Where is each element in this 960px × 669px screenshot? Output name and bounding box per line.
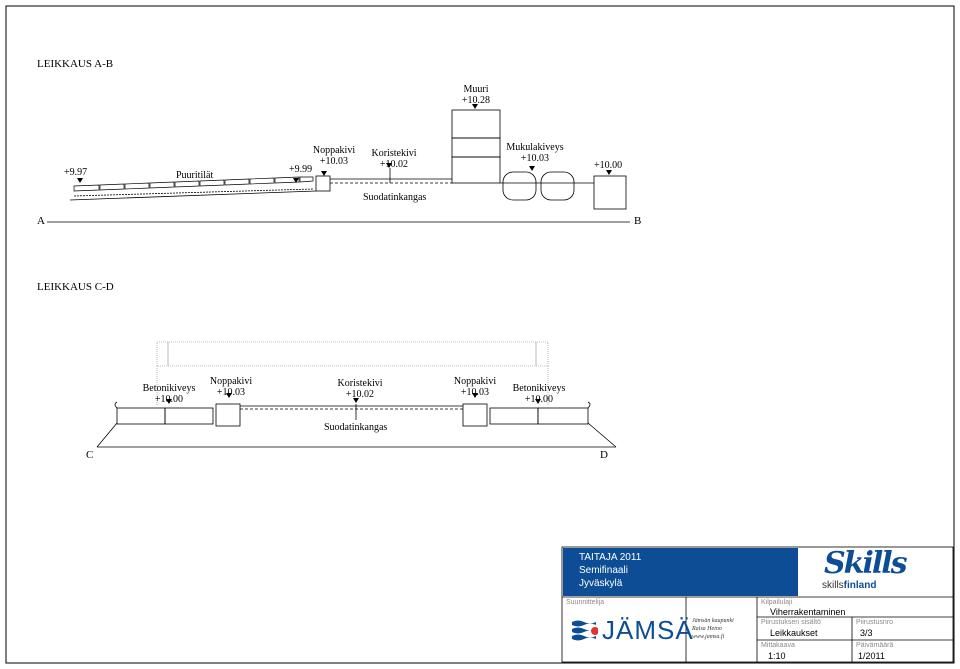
koristekivi-label-ab: Koristekivi +10.02 (364, 148, 424, 170)
betonikiveys-right-label: Betonikiveys +10.00 (507, 383, 571, 405)
jamsa-logo-mark (572, 620, 598, 641)
koristekivi-name: Koristekivi (371, 148, 417, 159)
paivamaara-value: 1/2011 (858, 651, 885, 661)
jamsa-logo: JÄMSÄ (572, 613, 693, 653)
mittakaava-value: 1:10 (768, 651, 786, 661)
skills-logo-word: Skills (824, 546, 908, 581)
noppakivi-label-ab: Noppakivi +10.03 (305, 145, 363, 167)
title-block-frame (561, 546, 954, 663)
koristekivi-level: +10.02 (379, 159, 409, 170)
piirustusnro-label: Piirustusnro (856, 619, 893, 626)
muuri-wall (451, 109, 501, 139)
paivamaara-label: Päivämäärä (856, 642, 894, 649)
mukulakiveys-label: Mukulakiveys +10.03 (502, 142, 568, 164)
noppakivi-right-name: Noppakivi (453, 376, 497, 387)
koristekivi-label-cd: Koristekivi +10.02 (330, 378, 390, 400)
level-left-ab: +9.97 (64, 167, 88, 178)
sisalto-value: Leikkaukset (770, 628, 818, 638)
event-line1: TAITAJA 2011 (579, 552, 642, 563)
betonikivi-left-2 (164, 407, 214, 425)
mukulakiveys-level: +10.03 (520, 153, 550, 164)
noppakivi-right (462, 403, 488, 427)
section-ab-title: LEIKKAUS A-B (37, 58, 114, 70)
noppakivi-left (215, 403, 241, 427)
designer-line2: Raisa Heino (692, 626, 722, 632)
noppakivi-right-label: Noppakivi +10.03 (448, 376, 502, 398)
jamsa-logo-text: JÄMSÄ (602, 615, 694, 645)
noppakivi-left-name: Noppakivi (209, 376, 253, 387)
level-markers-ab (77, 104, 612, 183)
betonikiveys-left-level: +10.00 (154, 394, 184, 405)
koristekivi-cd-level: +10.02 (345, 389, 375, 400)
sisalto-label: Piirustuksen sisältö (761, 619, 821, 626)
noppakivi-left-level: +10.03 (216, 387, 246, 398)
betonikivi-left-1 (116, 407, 166, 425)
mittakaava-label: Mittakaava (761, 642, 795, 649)
level-markers-cd (166, 393, 541, 404)
betonikiveys-right-level: +10.00 (524, 394, 554, 405)
edge-block-ab (593, 175, 627, 210)
noppakivi-right-level: +10.03 (460, 387, 490, 398)
betonikiveys-left-label: Betonikiveys +10.00 (137, 383, 201, 405)
betonikiveys-left-name: Betonikiveys (142, 383, 196, 394)
noppakivi-block (315, 175, 331, 192)
label-a: A (37, 215, 45, 227)
mukulakivi-stone-1 (502, 171, 537, 201)
level-mid-ab: +9.99 (289, 164, 313, 175)
muuri-label: Muuri +10.28 (455, 84, 497, 106)
section-ab-drawing (47, 104, 630, 223)
level-right-ab: +10.00 (594, 160, 623, 171)
skills-logo-sub-a: skills (822, 580, 844, 591)
suodatinkangas-ab: Suodatinkangas (363, 192, 427, 203)
muuri-level: +10.28 (461, 95, 491, 106)
skills-finland-logo: Skills skillsfinland (802, 546, 952, 596)
noppakivi-level: +10.03 (319, 156, 349, 167)
sheet-border (5, 5, 955, 664)
designer-line3: www.jamsa.fi (692, 634, 725, 640)
section-cd-title: LEIKKAUS C-D (37, 281, 114, 293)
deck-boards (73, 176, 314, 192)
koristekivi-cd-name: Koristekivi (337, 378, 383, 389)
event-line3: Jyväskylä (579, 578, 623, 589)
kilpailulaji-label: Kilpailulaji (761, 599, 793, 606)
event-line2: Semifinaali (579, 565, 628, 576)
mukulakivi-stone-2 (540, 171, 575, 201)
betonikivi-right-2 (537, 407, 589, 425)
designer-line1: Jämsän kaupunki (692, 618, 734, 624)
suunnittelija-label: Suunnittelija (566, 599, 605, 606)
suodatinkangas-cd: Suodatinkangas (324, 422, 388, 433)
skills-logo-sub: skillsfinland (822, 580, 876, 591)
noppakivi-left-label: Noppakivi +10.03 (204, 376, 258, 398)
kilpailulaji-value: Viherrakentaminen (770, 607, 846, 617)
noppakivi-name: Noppakivi (312, 145, 356, 156)
skills-logo-sub-b: finland (843, 580, 877, 591)
mukulakiveys-name: Mukulakiveys (506, 142, 564, 153)
section-cd-drawing (96, 341, 617, 448)
betonikiveys-right-name: Betonikiveys (512, 383, 566, 394)
event-panel: TAITAJA 2011 Semifinaali Jyväskylä (563, 548, 798, 596)
label-d: D (600, 449, 608, 461)
betonikivi-right-1 (489, 407, 539, 425)
muuri-name: Muuri (463, 84, 489, 95)
puuritilat-label: Puuritilät (176, 170, 214, 181)
label-b: B (634, 215, 642, 227)
piirustusnro-value: 3/3 (860, 628, 873, 638)
label-c: C (86, 449, 94, 461)
